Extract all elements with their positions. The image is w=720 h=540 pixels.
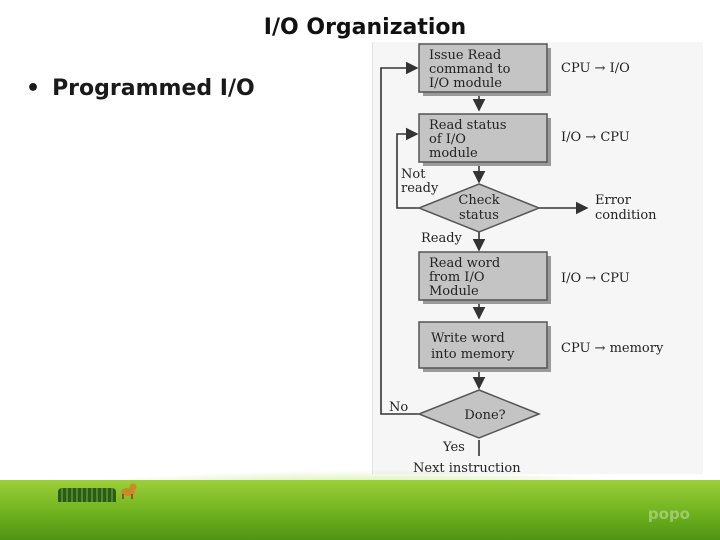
step-check-status-diamond <box>416 183 542 233</box>
no-label: No <box>389 400 408 415</box>
step-read-status-line-3: module <box>429 146 478 161</box>
not-ready-loop <box>396 127 419 209</box>
step-write-word-line-1: Write word <box>431 331 505 346</box>
step-issue-read-box <box>418 43 548 93</box>
ready-label: Ready <box>421 231 463 246</box>
step-done-diamond <box>416 389 542 439</box>
dog-icon-graphic <box>121 483 137 499</box>
step-read-status-line-2: of I/O <box>429 132 466 147</box>
transfer-label: I/O → CPU <box>561 271 630 286</box>
step-read-word-box <box>418 251 548 301</box>
flowchart-panel: Issue Read command to I/O module CPU → I… <box>372 42 703 474</box>
slide-title: I/O Organization <box>263 15 467 40</box>
bullet-item: • Programmed I/O <box>26 76 255 101</box>
transfer-label: CPU → I/O <box>561 61 630 76</box>
no-loop <box>380 61 419 415</box>
step-issue-read-line-1: Issue Read <box>429 48 501 63</box>
bullet-dot-icon: • <box>26 76 41 101</box>
transfer-label: I/O → CPU <box>561 130 630 145</box>
step-write-word-line-2: into memory <box>431 347 515 362</box>
not-ready-label-1: Not <box>401 167 426 182</box>
step-check-status-line-1: Check <box>458 193 499 208</box>
step-read-status-line-1: Read status <box>429 118 507 133</box>
error-condition-label-1: Error <box>595 193 632 208</box>
dog-icon <box>118 480 138 500</box>
transfer-label: CPU → memory <box>561 341 664 356</box>
step-issue-read-line-2: command to <box>429 62 511 77</box>
step-done-label: Done? <box>464 408 505 423</box>
yes-label: Yes <box>442 440 465 455</box>
not-ready-label-2: ready <box>401 181 439 196</box>
step-read-status-box <box>418 113 548 163</box>
error-condition-label-2: condition <box>595 208 657 223</box>
step-write-word-box <box>418 321 548 369</box>
step-read-word-line-1: Read word <box>429 256 500 271</box>
footer-grass-band <box>0 480 720 540</box>
step-check-status-line-2: status <box>459 208 499 223</box>
step-issue-read-line-3: I/O module <box>429 76 502 91</box>
tree-line-decoration <box>58 488 116 502</box>
step-read-word-line-3: Module <box>429 284 479 299</box>
bullet-text: Programmed I/O <box>52 76 255 101</box>
step-read-word-line-2: from I/O <box>429 270 485 285</box>
watermark: popo <box>647 505 690 523</box>
flowchart: Issue Read command to I/O module CPU → I… <box>380 43 664 474</box>
